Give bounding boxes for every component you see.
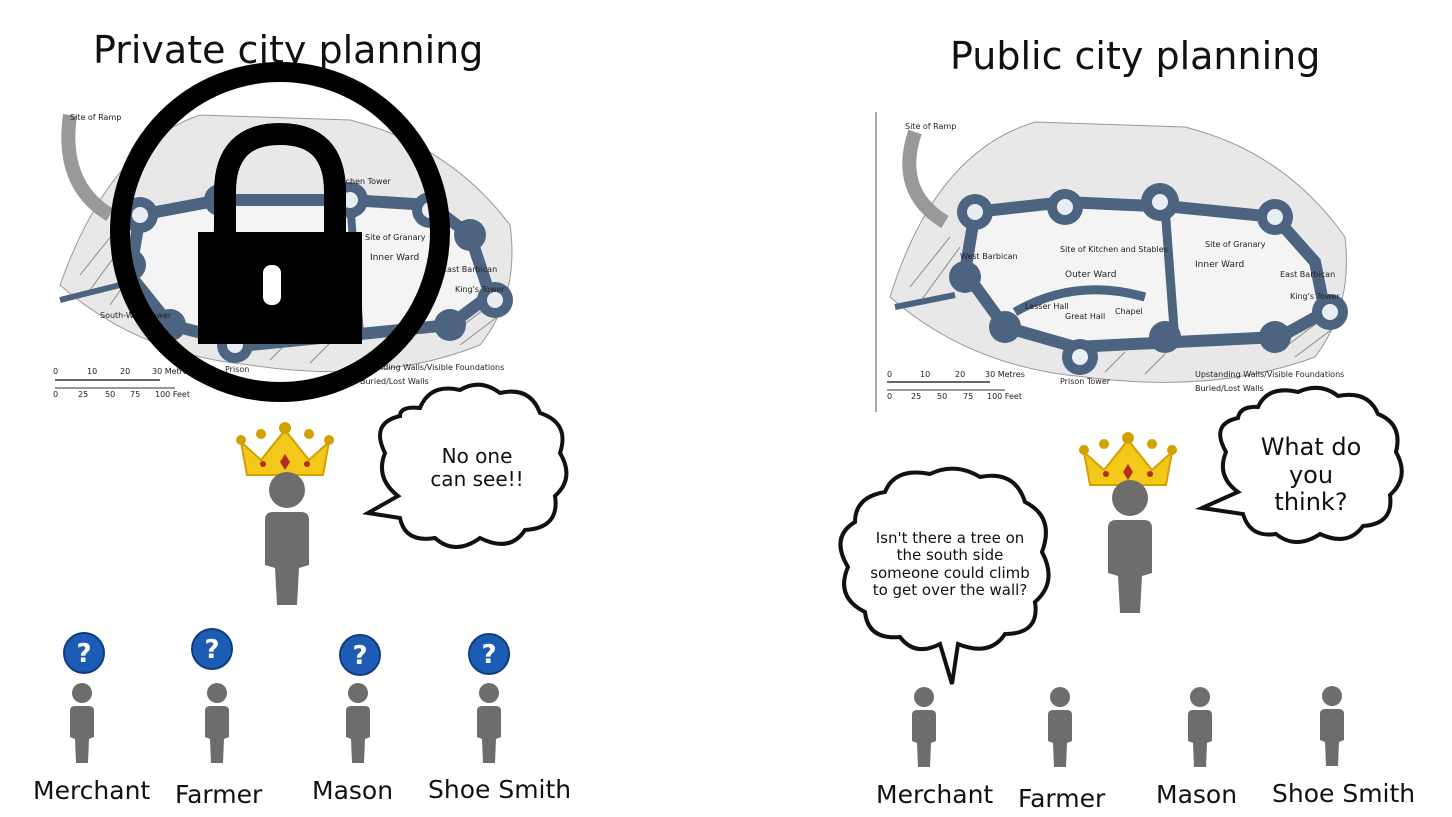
map-legend: Buried/Lost Walls bbox=[360, 377, 429, 386]
person-label-farmer: Farmer bbox=[175, 780, 263, 809]
scale-label: 25 bbox=[911, 392, 922, 401]
map-label: Site of Ramp bbox=[70, 113, 122, 122]
person-icon bbox=[1188, 687, 1212, 767]
person-label-mason: Mason bbox=[312, 776, 394, 805]
map-label: Site of Kitchen and Stables bbox=[1060, 245, 1168, 254]
person-icon bbox=[346, 683, 370, 763]
scale-label: 0 bbox=[53, 390, 59, 399]
map-legend: Buried/Lost Walls bbox=[1195, 384, 1264, 393]
map-legend: Upstanding Walls/Visible Foundations bbox=[1195, 370, 1345, 379]
castle-plan-drawing bbox=[875, 112, 1348, 412]
map-label: Inner Ward bbox=[1195, 260, 1245, 270]
thought-bubble-icon bbox=[362, 382, 569, 549]
person-icon bbox=[265, 472, 309, 605]
scale-label: 30 Metres bbox=[985, 370, 1025, 379]
question-circle-icon: ? bbox=[339, 634, 381, 676]
scale-label: 50 bbox=[105, 390, 116, 399]
person-icon bbox=[477, 683, 501, 763]
map-label: Chapel bbox=[1115, 307, 1143, 316]
map-label: Outer Ward bbox=[1065, 270, 1117, 280]
map-legend: Standing Walls/Visible Foundations bbox=[365, 363, 505, 372]
scale-label: 20 bbox=[955, 370, 966, 379]
scale-label: 10 bbox=[87, 367, 98, 376]
question-circle-icon: ? bbox=[191, 628, 233, 670]
question-circle-icon: ? bbox=[468, 633, 510, 675]
thought-bubble-icon bbox=[1194, 385, 1404, 544]
scale-label: 100 Feet bbox=[987, 392, 1022, 401]
person-icon bbox=[1108, 480, 1152, 613]
map-label: Site of Granary bbox=[1205, 240, 1266, 249]
person-icon bbox=[912, 687, 936, 767]
person-label-shoe-smith: Shoe Smith bbox=[1272, 779, 1416, 808]
person-label-merchant: Merchant bbox=[33, 776, 151, 805]
question-mark: ? bbox=[76, 639, 91, 669]
map-label: King's Tower bbox=[455, 285, 505, 294]
person-label-shoe-smith: Shoe Smith bbox=[428, 775, 572, 804]
map-label: Site of Granary bbox=[365, 233, 426, 242]
question-mark: ? bbox=[204, 635, 219, 665]
bubble-text-king: What do you think? bbox=[1260, 433, 1362, 517]
question-circle-icon: ? bbox=[63, 632, 105, 674]
map-label: Site of Ramp bbox=[905, 122, 957, 131]
scale-label: 0 bbox=[887, 370, 893, 379]
padlock-icon bbox=[110, 62, 450, 402]
person-icon bbox=[1048, 687, 1072, 767]
map-label: West Barbican bbox=[960, 252, 1018, 261]
bubble-text-private: No one can see!! bbox=[430, 444, 524, 491]
person-label-merchant: Merchant bbox=[876, 780, 994, 809]
person-label-mason: Mason bbox=[1156, 780, 1238, 809]
scale-label: 20 bbox=[120, 367, 131, 376]
scale-label: 30 Metres bbox=[152, 367, 192, 376]
scale-label: 75 bbox=[130, 390, 141, 399]
scale-label: 50 bbox=[937, 392, 948, 401]
person-label-farmer: Farmer bbox=[1018, 784, 1106, 813]
person-icon bbox=[70, 683, 94, 763]
crown-icon bbox=[1079, 432, 1177, 486]
map-label: Prison bbox=[225, 365, 250, 374]
map-label: East Barbican bbox=[442, 265, 498, 274]
scale-label: 0 bbox=[887, 392, 893, 401]
scale-label: 100 Feet bbox=[155, 390, 190, 399]
thought-bubble-icon bbox=[838, 466, 1051, 685]
person-icon bbox=[1320, 686, 1344, 766]
scale-label: 25 bbox=[78, 390, 89, 399]
scale-label: 75 bbox=[963, 392, 974, 401]
bubble-text-merchant: Isn't there a tree on the south side som… bbox=[870, 529, 1030, 599]
right-title: Public city planning bbox=[950, 34, 1321, 78]
map-label: Kitchen Tower bbox=[335, 177, 391, 186]
map-label: Lesser Hall bbox=[1025, 302, 1069, 311]
map-label: East Barbican bbox=[1280, 270, 1336, 279]
map-label: Inner Ward bbox=[370, 253, 420, 263]
map-label: Great Hall bbox=[1065, 312, 1106, 321]
castle-map-right: Site of Ramp West Barbican Outer Ward In… bbox=[875, 112, 1355, 412]
scale-label: 0 bbox=[53, 367, 59, 376]
crown-icon bbox=[236, 422, 334, 476]
person-icon bbox=[205, 683, 229, 763]
map-label: King's Tower bbox=[1290, 292, 1340, 301]
question-mark: ? bbox=[481, 640, 496, 670]
map-label: Prison Tower bbox=[1060, 377, 1111, 386]
scale-label: 10 bbox=[920, 370, 931, 379]
question-mark: ? bbox=[352, 641, 367, 671]
